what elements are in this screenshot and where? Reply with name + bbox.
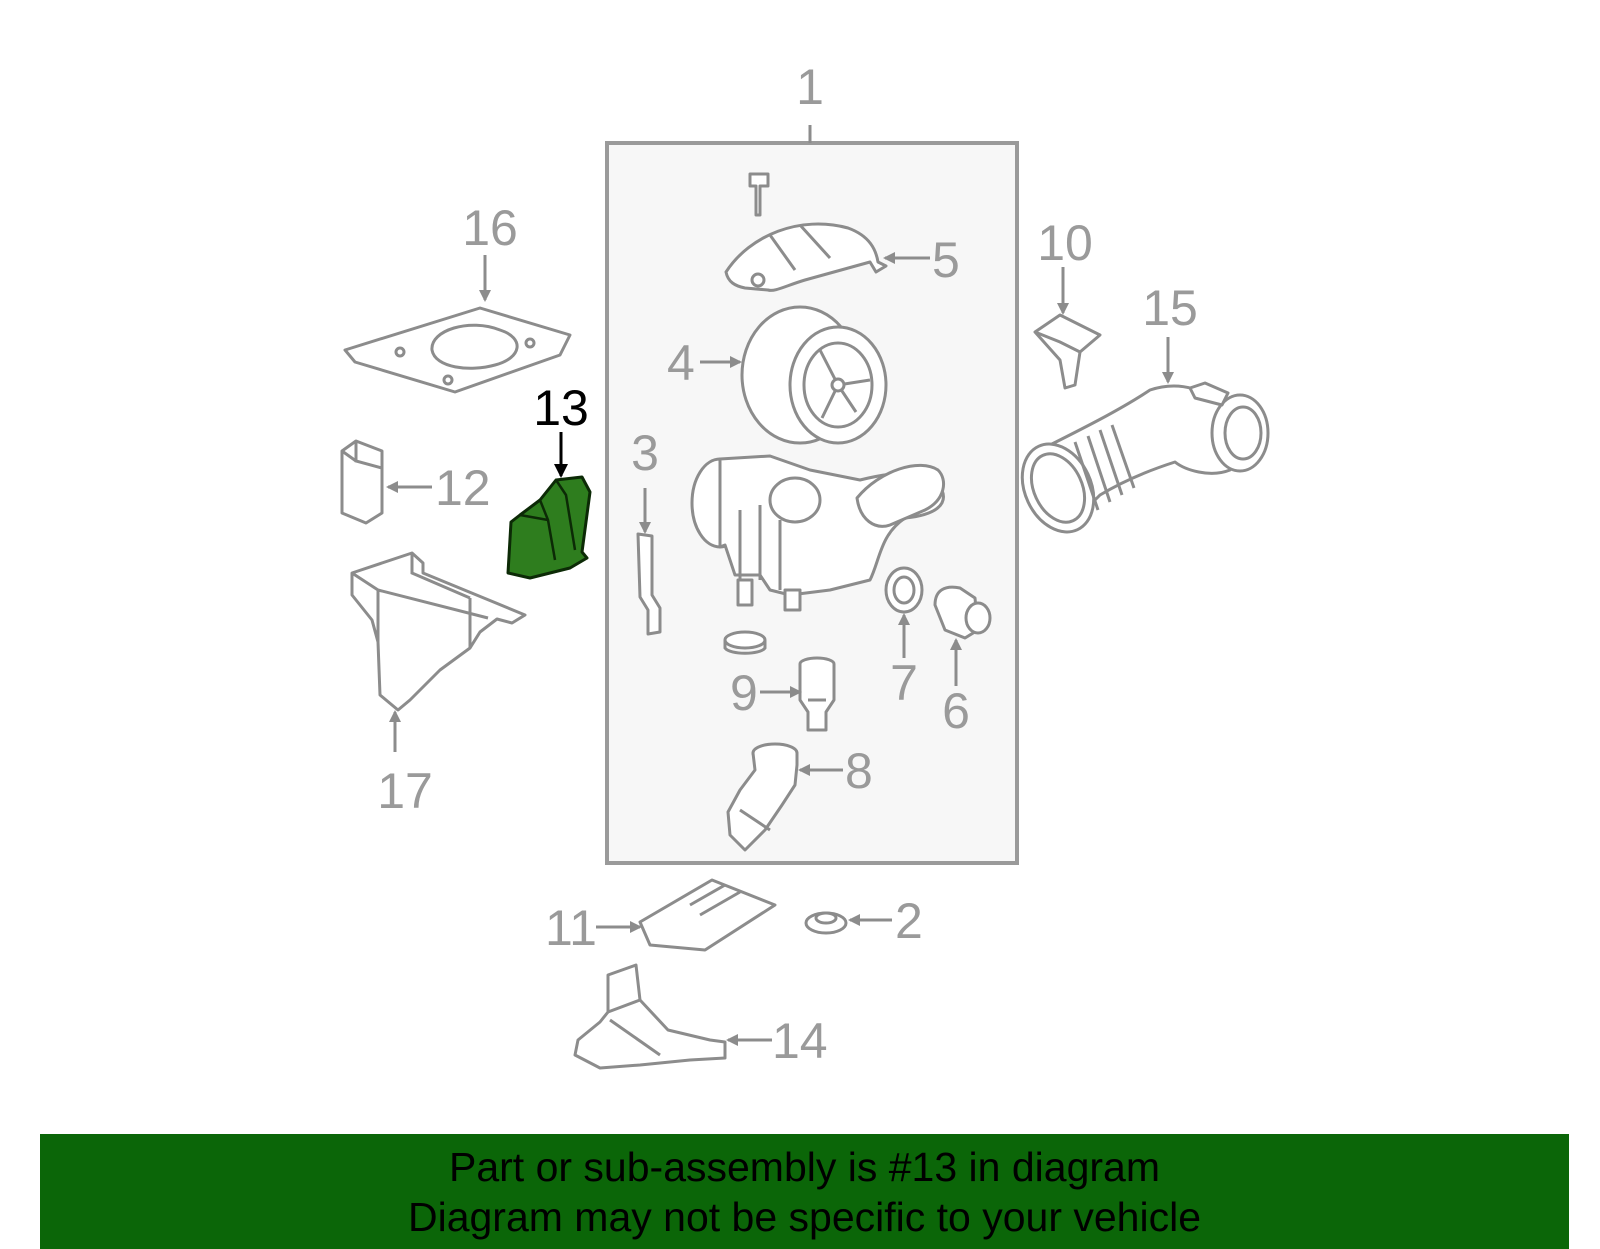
callout-14: 14 (772, 1013, 828, 1069)
callout-9: 9 (730, 665, 758, 721)
part-4-filter[interactable] (740, 305, 888, 445)
part-2-grommet[interactable] (804, 911, 848, 935)
callout-12: 12 (435, 460, 491, 516)
part-16-plate[interactable] (343, 306, 572, 394)
callout-15: 15 (1142, 280, 1198, 336)
banner-line-2: Diagram may not be specific to your vehi… (407, 1194, 1201, 1240)
callout-1: 1 (796, 59, 824, 115)
part-17-duct[interactable] (350, 551, 527, 712)
callout-7: 7 (890, 655, 918, 711)
part-5-cover[interactable] (724, 172, 888, 292)
callout-13: 13 (533, 380, 589, 436)
part-11-tray[interactable] (638, 878, 777, 952)
part-8-elbow[interactable] (726, 742, 799, 852)
callout-2: 2 (895, 893, 923, 949)
callout-5: 5 (932, 232, 960, 288)
part-14-deflector[interactable] (573, 963, 727, 1070)
part-6-grommet[interactable] (933, 585, 992, 640)
part-7-ring[interactable] (884, 566, 924, 614)
part-13-highlighted[interactable] (506, 475, 592, 580)
info-banner: Part or sub-assembly is #13 in diagram D… (40, 1134, 1569, 1249)
callout-10: 10 (1037, 215, 1093, 271)
part-15-hose[interactable] (1009, 381, 1270, 544)
callout-3: 3 (631, 425, 659, 481)
assembly-1-housing (690, 454, 946, 655)
callout-8: 8 (845, 743, 873, 799)
callout-17: 17 (377, 763, 433, 819)
part-12-block[interactable] (340, 439, 384, 525)
part-3-strip[interactable] (636, 532, 662, 636)
callout-4: 4 (667, 335, 695, 391)
callout-16: 16 (462, 200, 518, 256)
banner-line-1: Part or sub-assembly is #13 in diagram (449, 1144, 1160, 1190)
callout-6: 6 (942, 683, 970, 739)
part-10-sensor[interactable] (1033, 313, 1102, 390)
part-9-connector[interactable] (798, 656, 836, 732)
callout-11: 11 (545, 900, 597, 956)
